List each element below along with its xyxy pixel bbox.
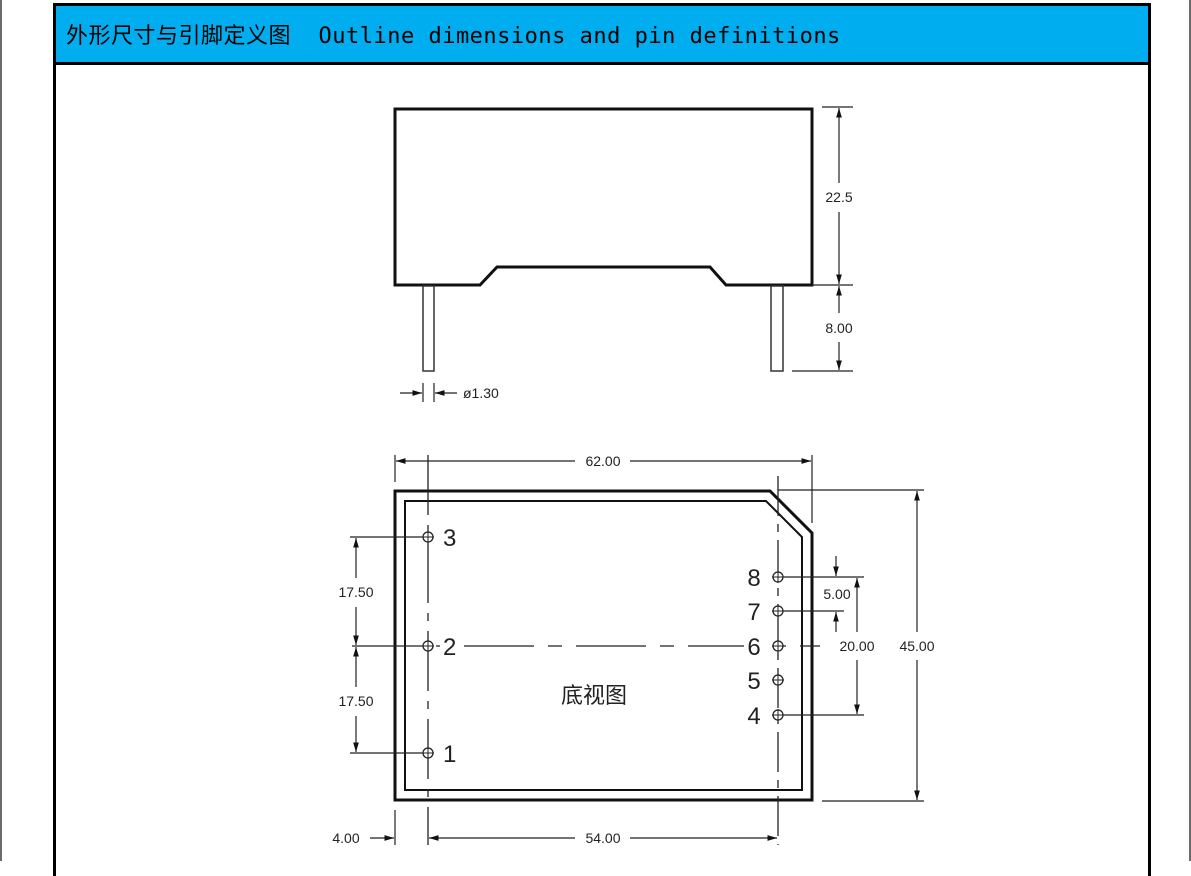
pin-number: 2 [443, 634, 456, 661]
bottom-outline-outer [393, 489, 814, 802]
pin-length-dimension-label: 8.00 [825, 320, 852, 336]
section-title: 外形尺寸与引脚定义图 Outline dimensions and pin de… [66, 24, 841, 49]
pin-6: 6 [744, 632, 784, 661]
side-pin-left [422, 285, 435, 372]
pin-number: 3 [443, 525, 456, 552]
pin-number: 7 [747, 599, 760, 626]
pin-row-span-label: 20.00 [839, 638, 874, 654]
section-header: 外形尺寸与引脚定义图 Outline dimensions and pin de… [56, 6, 1148, 65]
pin-number: 4 [747, 703, 760, 730]
pin-number: 1 [443, 741, 456, 768]
pin-number: 6 [747, 634, 760, 661]
pin-1: 1 [422, 741, 456, 768]
height-45-label: 45.00 [899, 638, 934, 654]
bottom-view-label: 底视图 [561, 684, 627, 709]
module-body-outline [393, 107, 814, 287]
pin-8: 8 [747, 565, 784, 592]
side-view: 22.5 8.00 ø1.30 [393, 106, 853, 402]
pin-4: 4 [747, 703, 784, 730]
edge-offset-label: 4.00 [332, 830, 359, 846]
pin-3: 3 [422, 525, 456, 552]
pin-number: 8 [747, 565, 760, 592]
pin-diameter-label: ø1.30 [463, 385, 499, 401]
pin-5: 5 [747, 668, 784, 695]
height-dimension-label: 22.5 [825, 189, 852, 205]
pin-column-span-label: 54.00 [585, 830, 620, 846]
outline-section: 外形尺寸与引脚定义图 Outline dimensions and pin de… [53, 3, 1151, 876]
pin-number: 5 [747, 668, 760, 695]
left-pitch-lower-label: 17.50 [338, 693, 373, 709]
page-edge-right [1189, 0, 1191, 861]
bottom-outline-inner [404, 500, 803, 791]
side-pin-right [770, 285, 784, 372]
width-dimension-label: 62.00 [585, 453, 620, 469]
page-edge-left [0, 0, 2, 861]
pin-7: 7 [747, 599, 784, 626]
pin-pitch-label: 5.00 [823, 586, 850, 602]
pin-2: 2 [422, 632, 460, 661]
bottom-view: 62.00 45.00 20.00 5.00 17.50 17.50 4.00 [332, 453, 934, 846]
left-pitch-upper-label: 17.50 [338, 584, 373, 600]
